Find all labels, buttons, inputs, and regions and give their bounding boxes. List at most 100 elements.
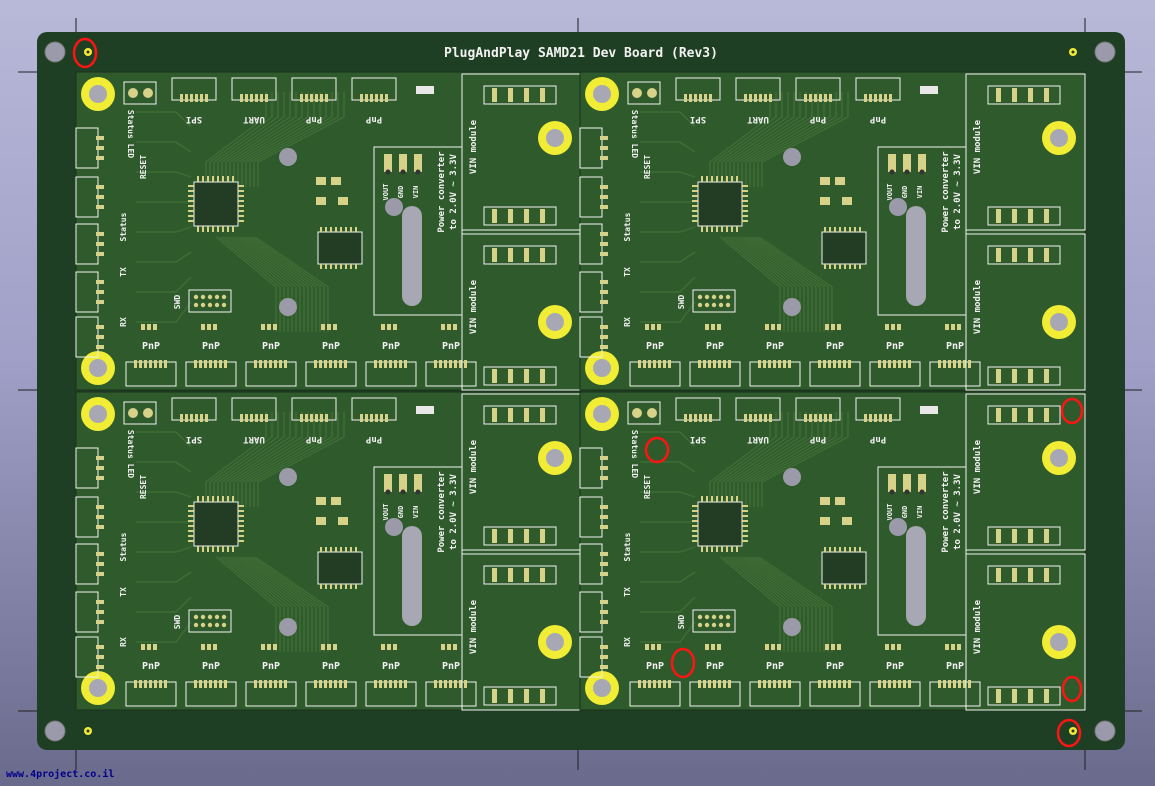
mcu-pin (706, 176, 708, 182)
connector-pad (194, 360, 197, 368)
side-pad (600, 562, 608, 566)
side-pad (600, 300, 608, 304)
converter-drill (385, 489, 391, 495)
connector-pad (819, 94, 822, 102)
swd-pin (207, 622, 213, 628)
smd-pad (441, 644, 445, 650)
frame-hole (1094, 720, 1116, 742)
connector-pad (903, 360, 906, 368)
connector-pad (375, 414, 378, 422)
trace (136, 276, 192, 293)
smd-pad (261, 644, 265, 650)
trace (230, 236, 297, 332)
smd-pad (771, 644, 775, 650)
mcu-pin (238, 515, 244, 517)
swd-pin (697, 614, 703, 620)
trace (242, 556, 313, 652)
connector-pad (754, 94, 757, 102)
trace (713, 412, 777, 507)
connector-label: UART (747, 114, 769, 124)
connector-pad (204, 680, 207, 688)
trace (741, 92, 819, 187)
connector-label: UART (243, 114, 265, 124)
trace (213, 412, 279, 507)
connector-pad (879, 414, 882, 422)
chip-pin (340, 584, 342, 589)
connector-pad (449, 680, 452, 688)
drill-hole (889, 198, 907, 216)
connector-pad (284, 680, 287, 688)
pnp-label: PnP (382, 341, 400, 352)
mcu-pin (721, 546, 723, 552)
swd-pin (718, 302, 724, 308)
connector-pad (254, 680, 257, 688)
header-pin (143, 88, 153, 98)
connector-pad (689, 414, 692, 422)
connector-pad (698, 680, 701, 688)
trace (749, 412, 831, 507)
chip-pin (320, 584, 322, 589)
chip-pin (824, 584, 826, 589)
connector-pad (434, 680, 437, 688)
fiducial-drill (86, 729, 90, 733)
trace (227, 236, 293, 332)
connector-pad (205, 414, 208, 422)
trace (721, 412, 789, 507)
connector-pad (749, 94, 752, 102)
vin-header-pin (492, 209, 497, 223)
smd-pad (393, 324, 397, 330)
side-pad (600, 280, 608, 284)
side-pad (600, 515, 608, 519)
connector-pad (219, 680, 222, 688)
smd-pad (316, 197, 326, 205)
tx-label: TX (119, 267, 128, 277)
smd-pad (147, 324, 151, 330)
connector-pad (334, 680, 337, 688)
connector-pad (953, 680, 956, 688)
connector-pad (744, 414, 747, 422)
connector-pad (963, 360, 966, 368)
connector-pad (164, 360, 167, 368)
connector-pad (819, 414, 822, 422)
connector-pad (718, 360, 721, 368)
connector-label: PnP (809, 114, 826, 124)
reset-label: RESET (139, 475, 148, 499)
connector-pad (884, 414, 887, 422)
mcu-pin (742, 220, 748, 222)
trace (725, 92, 795, 187)
header-pin (647, 88, 657, 98)
smd-pad (651, 324, 655, 330)
pnp-label: PnP (202, 661, 220, 672)
reset-label: RESET (139, 155, 148, 179)
connector-pad (205, 94, 208, 102)
side-pad (96, 252, 104, 256)
connector-pad (699, 94, 702, 102)
connector-pad (763, 360, 766, 368)
mcu-pin (731, 226, 733, 232)
connector-pad (828, 360, 831, 368)
connector-pad (454, 360, 457, 368)
mcu-pin (711, 546, 713, 552)
connector-pad (264, 360, 267, 368)
pnp-label: PnP (142, 661, 160, 672)
connector-pad (200, 94, 203, 102)
connector-pad (668, 680, 671, 688)
trace (758, 236, 833, 332)
connector-pad (668, 360, 671, 368)
connector-pad (379, 680, 382, 688)
trace (253, 412, 339, 507)
vin-header-pin (1012, 689, 1017, 703)
swd-pin (221, 614, 227, 620)
board-title: PlugAndPlay SAMD21 Dev Board (Rev3) (444, 46, 718, 61)
swd-pin (725, 614, 731, 620)
pnp-label: PnP (706, 341, 724, 352)
power-converter-range-label: to 2.0V ~ 3.3V (449, 153, 459, 229)
mcu-pin (742, 185, 748, 187)
mcu-pin (238, 510, 244, 512)
chip-pin (834, 227, 836, 232)
mcu-pin (692, 520, 698, 522)
connector-pad (898, 360, 901, 368)
connector-pad (320, 414, 323, 422)
vin-header-pin (1044, 369, 1049, 383)
